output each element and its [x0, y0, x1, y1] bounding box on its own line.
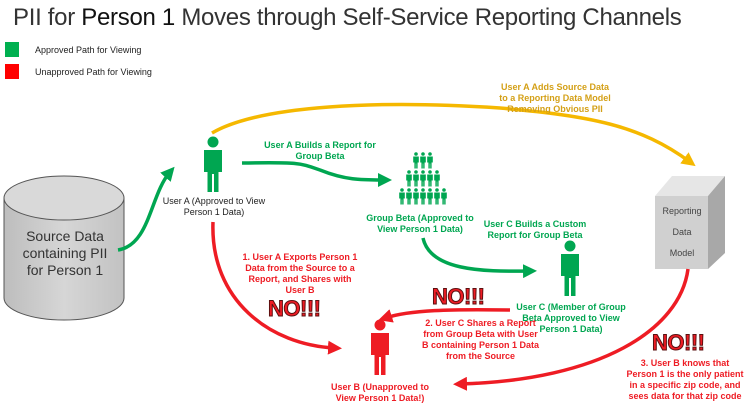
user-a-line1: User A (Approved to View	[162, 196, 266, 206]
source-data-label: Source Data containing PII for Person 1	[10, 228, 120, 279]
user-c-line2: Beta Approved to View	[522, 313, 620, 323]
group-member-person-icon	[427, 170, 433, 187]
violation3-alert: NO!!!	[651, 330, 705, 356]
violation3-line4: sees data for that zip code	[628, 391, 742, 401]
user-c-line1: User C (Member of Group	[516, 302, 626, 312]
flow-violation2-arrow	[378, 307, 511, 323]
violation3-line2: Person 1 is the only patient	[626, 369, 744, 379]
violation1-line2: Data from the Source to a	[245, 263, 355, 273]
flow-violation1-arrow	[211, 221, 342, 355]
group-member-person-icon	[413, 188, 419, 205]
user-b-person-icon	[371, 319, 389, 375]
legend-swatch-unapproved	[5, 64, 19, 79]
violation1-label: 1. User A Exports Person 1 Data from the…	[240, 252, 360, 296]
model-line1: Reporting	[662, 206, 702, 216]
flow-source-to-user-a-arrow	[117, 166, 175, 252]
flow-build-report-arrow	[241, 160, 392, 187]
group-member-person-icon	[434, 170, 440, 187]
user-a-label: User A (Approved to View Person 1 Data)	[158, 196, 270, 218]
user-c-person-icon	[561, 240, 579, 296]
violation3-line1: 3. User B knows that	[640, 358, 730, 368]
violation2-alert: NO!!!	[431, 284, 485, 310]
user-b-line2: View Person 1 Data!)	[335, 393, 425, 403]
custom-report-label: User C Builds a Custom Report for Group …	[480, 219, 590, 241]
custom-report-line1: User C Builds a Custom	[483, 219, 587, 229]
custom-report-line2: Report for Group Beta	[487, 230, 583, 240]
model-add-label: User A Adds Source Data to a Reporting D…	[480, 82, 630, 115]
group-member-person-icon	[406, 170, 412, 187]
group-member-person-icon	[413, 152, 419, 169]
user-b-label: User B (Unapproved to View Person 1 Data…	[325, 382, 435, 404]
model-line2: Data	[672, 227, 692, 237]
group-member-person-icon	[420, 152, 426, 169]
violation2-line2: from Group Beta with User	[423, 329, 538, 339]
model-label: Reporting Data Model	[652, 201, 712, 264]
user-b-line1: User B (Unapproved to	[330, 382, 429, 392]
title-prefix: PII for	[13, 4, 82, 31]
source-line1: Source Data	[26, 228, 104, 244]
page-title: PII for Person 1 Moves through Self-Serv…	[13, 4, 682, 32]
flow-violation3-arrow	[453, 268, 690, 391]
violation1-alert: NO!!!	[267, 296, 321, 322]
group-member-person-icon	[406, 188, 412, 205]
group-beta-label: Group Beta (Approved to View Person 1 Da…	[365, 213, 475, 235]
group-beta-line1: Group Beta (Approved to	[366, 213, 474, 223]
group-member-person-icon	[427, 152, 433, 169]
violation1-line3: Report, and Shares with	[248, 274, 352, 284]
violation3-label: 3. User B knows that Person 1 is the onl…	[620, 358, 750, 402]
legend-label-approved: Approved Path for Viewing	[35, 45, 142, 55]
cube-icon	[655, 176, 725, 269]
group-member-person-icon	[441, 188, 447, 205]
violation2-line3: B containing Person 1 Data	[421, 340, 540, 350]
violation1-line4: User B	[285, 285, 315, 295]
group-member-person-icon	[427, 188, 433, 205]
violation1-line1: 1. User A Exports Person 1	[242, 252, 358, 262]
group-member-person-icon	[399, 188, 405, 205]
build-report-label: User A Builds a Report for Group Beta	[260, 140, 380, 162]
user-c-line3: Person 1 Data)	[539, 324, 603, 334]
group-member-person-icon	[420, 170, 426, 187]
group-member-person-icon	[434, 188, 440, 205]
user-c-label: User C (Member of Group Beta Approved to…	[515, 302, 627, 335]
legend-swatch-approved	[5, 42, 19, 57]
violation2-line4: from the Source	[445, 351, 515, 361]
build-report-line1: User A Builds a Report for	[264, 140, 376, 150]
flow-custom-report-arrow	[421, 237, 537, 279]
user-a-line2: Person 1 Data)	[183, 207, 245, 217]
group-member-person-icon	[420, 188, 426, 205]
model-line3: Model	[669, 248, 695, 258]
database-cylinder-icon	[3, 175, 125, 321]
group-beta-group-icon	[399, 152, 447, 205]
model-add-line2: to a Reporting Data Model	[499, 93, 611, 103]
flow-model-add-arrow	[211, 102, 696, 167]
model-add-line3: Removing Obvious PII	[507, 104, 603, 114]
title-suffix: Moves through Self-Service Reporting Cha…	[174, 4, 682, 31]
user-a-person-icon	[204, 136, 222, 192]
build-report-line2: Group Beta	[295, 151, 345, 161]
model-add-line1: User A Adds Source Data	[500, 82, 610, 92]
source-line2: containing PII	[22, 245, 108, 261]
violation2-line1: 2. User C Shares a Report	[425, 318, 536, 328]
legend-label-unapproved: Unapproved Path for Viewing	[35, 67, 152, 77]
title-emphasis: Person 1	[81, 4, 175, 31]
group-beta-line2: View Person 1 Data)	[377, 224, 463, 234]
group-member-person-icon	[413, 170, 419, 187]
source-line3: for Person 1	[26, 262, 104, 278]
violation2-label: 2. User C Shares a Report from Group Bet…	[418, 318, 543, 362]
violation3-line3: in a specific zip code, and	[629, 380, 741, 390]
